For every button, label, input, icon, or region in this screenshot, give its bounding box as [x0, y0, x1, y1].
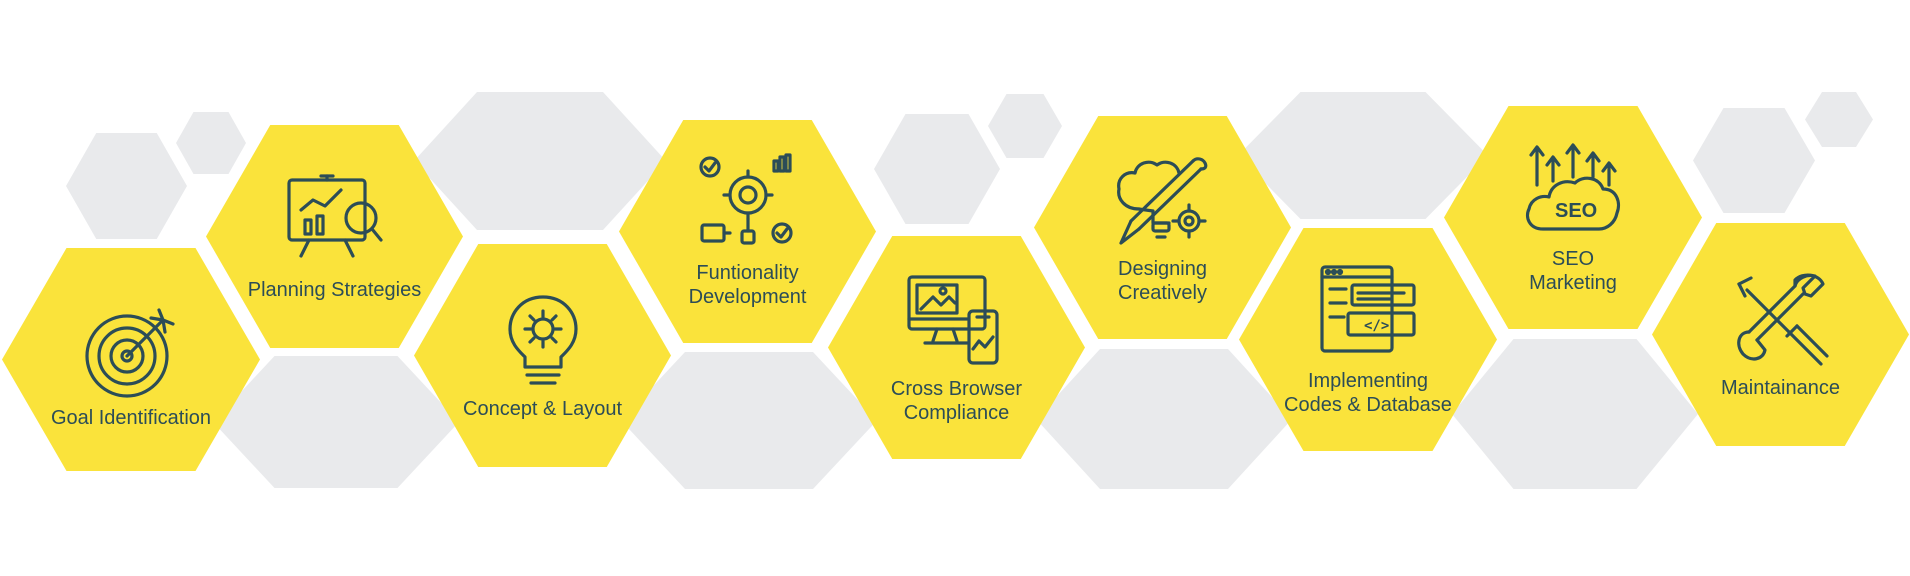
- bg-hexagon: [874, 114, 1000, 224]
- step-concept-layout: Concept & Layout: [414, 244, 671, 467]
- code-window-icon: </>: [1320, 264, 1416, 353]
- step-planning-strategies: Planning Strategies: [206, 125, 463, 348]
- step-cross-browser-compliance: Cross Browser Compliance: [828, 236, 1085, 459]
- step-hexagon-designing: [1034, 116, 1291, 339]
- bg-hexagon: [66, 133, 187, 239]
- step-label: Implementing Codes & Database: [1284, 369, 1452, 416]
- bg-hexagon: [414, 92, 666, 230]
- creative-brain-icon: [1116, 156, 1207, 245]
- lightbulb-gear-icon: [507, 294, 578, 385]
- seo-icon-text: SEO: [1555, 200, 1597, 222]
- step-label: Planning Strategies: [247, 278, 422, 301]
- wrench-screwdriver-icon: [1736, 273, 1829, 366]
- step-implementing-codes-database: </> Implementing Codes & Database: [1239, 228, 1497, 451]
- step-label: Concept & Layout: [463, 397, 622, 420]
- step-designing-creatively: Designing Creatively: [1034, 116, 1291, 339]
- step-seo-marketing: SEO SEO Marketing: [1444, 106, 1702, 329]
- step-label: Designing Creatively: [1118, 257, 1207, 304]
- devices-icon: [906, 274, 999, 365]
- bg-hexagon: [1693, 108, 1815, 213]
- step-label: Maintainance: [1721, 376, 1840, 399]
- step-label: Goal Identification: [50, 406, 212, 429]
- step-maintainance: Maintainance: [1652, 223, 1909, 446]
- target-icon: [85, 307, 175, 398]
- step-goal-identification: Goal Identification: [2, 248, 260, 471]
- step-functionality-development: Funtionality Development: [619, 120, 876, 343]
- step-hexagon-maintenance: [1652, 223, 1909, 446]
- bg-hexagon: [621, 352, 877, 489]
- step-label: Funtionality Development: [688, 261, 807, 308]
- bg-hexagon: [1805, 92, 1873, 147]
- gear-process-icon: [698, 152, 793, 245]
- bg-hexagon: [176, 112, 246, 174]
- step-label: Cross Browser Compliance: [890, 377, 1023, 424]
- step-label: SEO Marketing: [1529, 247, 1617, 294]
- seo-cloud-icon: SEO: [1525, 142, 1621, 231]
- bg-hexagon: [1452, 339, 1698, 489]
- presentation-chart-icon: [286, 173, 383, 258]
- code-icon-text: </>: [1364, 318, 1389, 334]
- bg-hexagon: [213, 356, 459, 488]
